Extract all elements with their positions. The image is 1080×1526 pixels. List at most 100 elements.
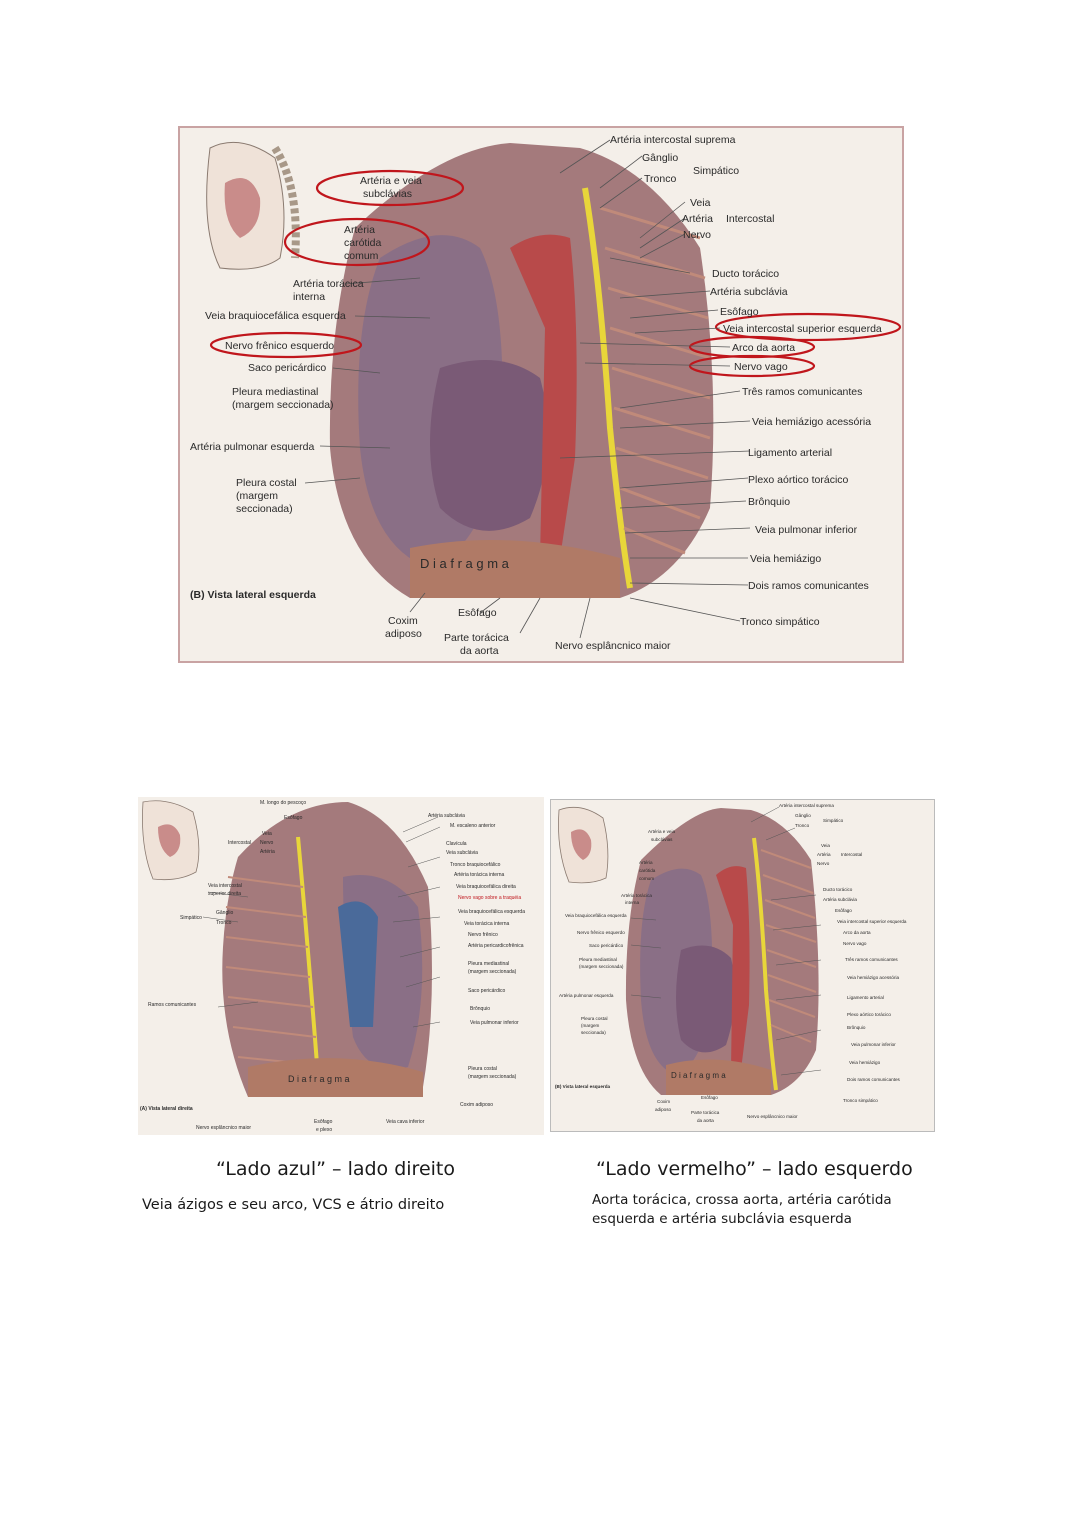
sympathetic-trunk	[752, 837, 778, 1091]
label-esofago-e-plexo-1: Esôfago	[314, 1119, 333, 1125]
label-arteria-toracica-interna: Artéria torácica interna	[454, 872, 505, 878]
diaphragm	[666, 1059, 771, 1095]
label-ligamento-arterial: Ligamento arterial	[748, 447, 832, 459]
leader-lines	[202, 816, 441, 1028]
label-simpatico: Simpático	[180, 915, 202, 921]
label-esofago: Esôfago	[720, 306, 759, 318]
left-side-description-line-1: Aorta torácica, crossa aorta, artéria ca…	[592, 1192, 892, 1208]
label-veia-intercostal-superior-2: superior direita	[208, 891, 241, 897]
right-side-anatomy-figure: D i a f r a g m a M. longo do pescoço Es…	[138, 797, 544, 1135]
label-pleura-costal-3: seccionada)	[236, 503, 293, 515]
label-tronco-simpatico: Tronco simpático	[843, 1098, 878, 1103]
aorta	[510, 234, 577, 558]
label-arteria-intercostal-suprema: Artéria intercostal suprema	[610, 134, 736, 146]
diaphragm-label: D i a f r a g m a	[671, 1071, 726, 1080]
label-bronquio: Brônquio	[748, 496, 790, 508]
label-veia-intercostal-superior-esquerda: Veia intercostal superior esquerda	[723, 323, 882, 335]
label-nervo: Nervo	[260, 840, 274, 846]
label-pleura-costal-3: seccionada)	[581, 1030, 606, 1035]
label-esofago-bottom: Esôfago	[458, 607, 497, 619]
label-nervo: Nervo	[683, 229, 711, 241]
left-side-description-line-2: esquerda e artéria subclávia esquerda	[592, 1211, 852, 1227]
heart	[676, 945, 735, 1053]
ribs	[225, 876, 319, 1066]
label-tronco: Tronco	[644, 173, 676, 185]
label-coxim-2: adiposo	[655, 1107, 672, 1112]
label-esofago: Esôfago	[284, 815, 303, 821]
label-coxim-1: Coxim	[657, 1099, 670, 1104]
label-tres-ramos-comunicantes: Três ramos comunicantes	[845, 957, 898, 962]
label-tronco-braquiocefalico: Tronco braquiocefálico	[450, 862, 501, 868]
label-veia: Veia	[821, 843, 830, 848]
right-side-title: “Lado azul” – lado direito	[216, 1158, 455, 1180]
label-saco-pericardico: Saco pericárdico	[248, 362, 326, 374]
label-dois-ramos-comunicantes: Dois ramos comunicantes	[847, 1077, 901, 1082]
label-arteria-carotida-3: comum	[639, 876, 654, 881]
label-arteria-subclavia: Artéria subclávia	[710, 286, 788, 298]
label-pleura-costal-2: (margem	[236, 490, 278, 502]
label-nervo-esplancnico-maior: Nervo esplâncnico maior	[747, 1114, 798, 1119]
label-parte-toracica-1: Parte torácica	[444, 632, 509, 644]
label-veia: Veia	[262, 831, 272, 837]
label-coxim-2: adiposo	[385, 628, 422, 640]
label-veia-braquiocefalica-esquerda: Veia braquiocefálica esquerda	[565, 913, 627, 918]
spine-thumbnail	[206, 141, 300, 270]
label-veia-hemiazigo-acessoria: Veia hemiázigo acessória	[847, 975, 900, 980]
highlight-ellipse-carotida	[283, 217, 431, 267]
label-veia-braquiocefalica-direita: Veia braquiocefálica direita	[456, 884, 516, 890]
label-nervo-vago-traqueia: Nervo vago sobre a traquéia	[458, 895, 521, 901]
label-esofago: Esôfago	[835, 908, 852, 913]
figure-caption: (B) Vista lateral esquerda	[555, 1084, 611, 1089]
label-arteria-pericardicofrenica: Artéria pericardicofrênica	[468, 943, 524, 949]
spine-thumbnail	[142, 800, 200, 881]
label-simpatico: Simpático	[693, 165, 739, 177]
sympathetic-trunk	[296, 836, 320, 1078]
diaphragm-label: D i a f r a g m a	[420, 556, 510, 571]
label-arteria-toracica-interna-2: interna	[625, 900, 639, 905]
label-pleura-mediastinal-2: (margem seccionada)	[579, 964, 624, 969]
label-veia-hemiazigo: Veia hemiázigo	[750, 553, 821, 565]
label-veia-cava-inferior: Veia cava inferior	[386, 1119, 425, 1125]
label-intercostal: Intercostal	[726, 213, 774, 225]
label-arteria-toracica-interna-1: Artéria torácica	[621, 893, 652, 898]
label-arteria-veia-subclavias-2: subclávias	[651, 837, 673, 842]
label-veia-hemiazigo: Veia hemiázigo	[849, 1060, 881, 1065]
left-side-anatomy-svg: D i a f r a g m a Artéria intercostal su…	[555, 803, 907, 1123]
vena-cava	[338, 901, 378, 1027]
label-arteria-carotida-2: carótida	[639, 868, 656, 873]
label-arteria-veia-subclavias-1: Artéria e veia	[648, 829, 676, 834]
label-arteria-veia-subclavias-1: Artéria e veia	[360, 175, 422, 187]
label-nervo-vago: Nervo vago	[843, 941, 867, 946]
label-veia-braquiocefalica-esquerda: Veia braquiocefálica esquerda	[205, 310, 346, 322]
label-pleura-mediastinal-1: Pleura mediastinal	[579, 957, 617, 962]
label-pleura-costal-1: Pleura costal	[581, 1016, 608, 1021]
highlight-ellipse-intercostal	[714, 312, 902, 342]
left-side-description: Aorta torácica, crossa aorta, artéria ca…	[592, 1191, 892, 1229]
main-anatomy-figure: D i a f r a g m a Artéria intercostal su…	[178, 126, 904, 663]
label-pleura-costal-2: (margem seccionada)	[468, 1074, 517, 1080]
right-side-description: Veia ázigos e seu arco, VCS e átrio dire…	[142, 1197, 445, 1213]
label-veia-pulmonar-inferior: Veia pulmonar inferior	[470, 1020, 519, 1026]
label-arteria-carotida-2: carótida	[344, 237, 382, 249]
label-arteria-veia-subclavias-2: subclávias	[363, 188, 412, 200]
figure-caption: (B) Vista lateral esquerda	[190, 589, 316, 601]
label-m-longo-do-pescoco: M. longo do pescoço	[260, 800, 306, 806]
label-plexo-aortico-toracico: Plexo aórtico torácico	[847, 1012, 891, 1017]
label-pleura-costal-2: (margem	[581, 1023, 600, 1028]
label-parte-toracica-2: da aorta	[697, 1118, 714, 1123]
label-veia-intercostal-superior-esquerda: Veia intercostal superior esquerda	[837, 919, 907, 924]
left-side-anatomy-figure: D i a f r a g m a Artéria intercostal su…	[550, 799, 935, 1132]
label-arco-da-aorta: Arco da aorta	[843, 930, 871, 935]
label-m-escaleno-anterior: M. escaleno anterior	[450, 823, 496, 829]
label-veia-hemiazigo-acessoria: Veia hemiázigo acessória	[752, 416, 871, 428]
ribs	[599, 206, 711, 555]
label-esofago-bottom: Esôfago	[701, 1095, 718, 1100]
figure-caption: (A) Vista lateral direita	[140, 1106, 193, 1112]
highlight-ellipse-subclavias	[315, 169, 465, 207]
label-veia-toracica-interna: Veia torácica interna	[464, 921, 510, 927]
label-veia-pulmonar-inferior: Veia pulmonar inferior	[755, 524, 858, 536]
spine-thumbnail	[558, 806, 609, 884]
label-ganglio: Gânglio	[642, 152, 678, 164]
label-arteria-intercostal-suprema: Artéria intercostal suprema	[779, 803, 834, 808]
leader-lines	[304, 139, 751, 639]
